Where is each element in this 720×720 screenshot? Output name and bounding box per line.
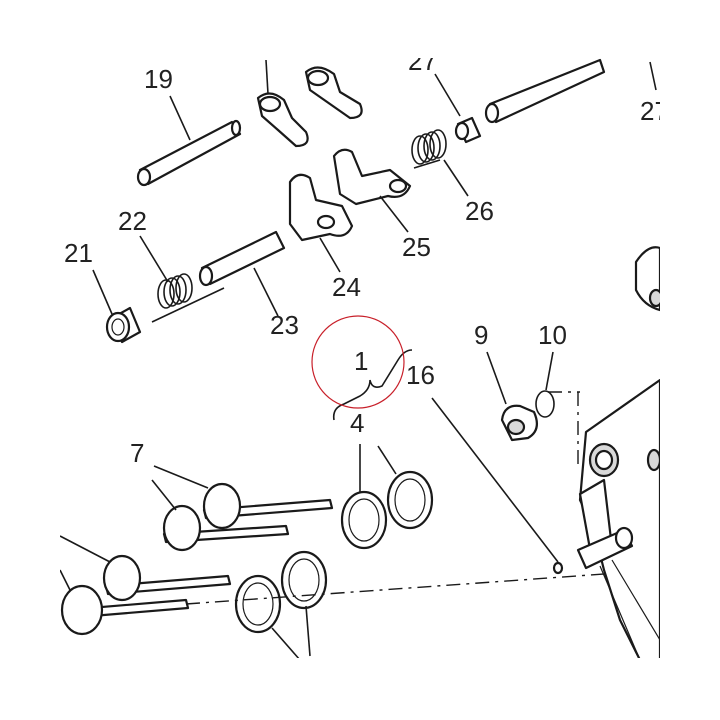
axis-line-lower bbox=[185, 569, 661, 605]
callout-9: 9 bbox=[474, 320, 488, 350]
callout-19: 19 bbox=[144, 64, 173, 94]
spring-26 bbox=[411, 129, 447, 169]
cap-9 bbox=[500, 404, 539, 442]
leader-lines-lower bbox=[271, 605, 311, 661]
leader-lines-upper bbox=[92, 59, 657, 317]
callout-7: 7 bbox=[130, 438, 144, 468]
valve-7c bbox=[102, 554, 232, 602]
group-1-brace bbox=[332, 349, 413, 421]
callout-1-highlight bbox=[311, 315, 405, 409]
crop-mask-top bbox=[0, 0, 720, 58]
callout-16: 16 bbox=[406, 360, 435, 390]
callout-23: 23 bbox=[270, 310, 299, 340]
crop-mask-right bbox=[660, 0, 720, 720]
rocker-arm-top-right bbox=[304, 66, 363, 120]
seal-ring-4b bbox=[386, 470, 434, 530]
crop-mask-left bbox=[0, 0, 60, 720]
rocker-shaft-19 bbox=[136, 119, 242, 187]
crop-mask-bottom bbox=[0, 658, 720, 720]
callout-24: 24 bbox=[332, 272, 361, 302]
rocker-arm-24 bbox=[288, 173, 354, 242]
seal-ring-lower-a bbox=[234, 574, 282, 634]
cylinder-head-body bbox=[552, 378, 662, 662]
spacer-27 bbox=[454, 116, 482, 144]
valve-7b bbox=[162, 504, 290, 552]
bushing-21 bbox=[105, 306, 142, 344]
cylinder-head-fragment bbox=[634, 246, 664, 312]
rocker-arm-top-left bbox=[256, 92, 309, 148]
callout-25: 25 bbox=[402, 232, 431, 262]
rocker-shaft-23 bbox=[198, 230, 286, 287]
rocker-shaft-27 bbox=[484, 58, 606, 124]
callout-1: 1 bbox=[354, 346, 368, 376]
valve-7a bbox=[202, 482, 334, 530]
o-ring-10 bbox=[535, 390, 580, 418]
callout-4: 4 bbox=[350, 408, 364, 438]
valve-7d bbox=[60, 584, 190, 636]
callout-22: 22 bbox=[118, 206, 147, 236]
callout-21: 21 bbox=[64, 238, 93, 268]
spring-22 bbox=[151, 273, 225, 323]
leader-lines-7 bbox=[59, 465, 209, 591]
seal-ring-lower-b bbox=[280, 550, 328, 610]
seal-ring-4a bbox=[340, 490, 388, 550]
callout-10: 10 bbox=[538, 320, 567, 350]
rocker-arm-25 bbox=[332, 148, 412, 206]
leader-lines-mid bbox=[359, 351, 559, 563]
callout-labels: 19 27 27 22 21 26 25 24 23 9 10 1 16 4 7 bbox=[64, 46, 669, 468]
callout-26: 26 bbox=[465, 196, 494, 226]
